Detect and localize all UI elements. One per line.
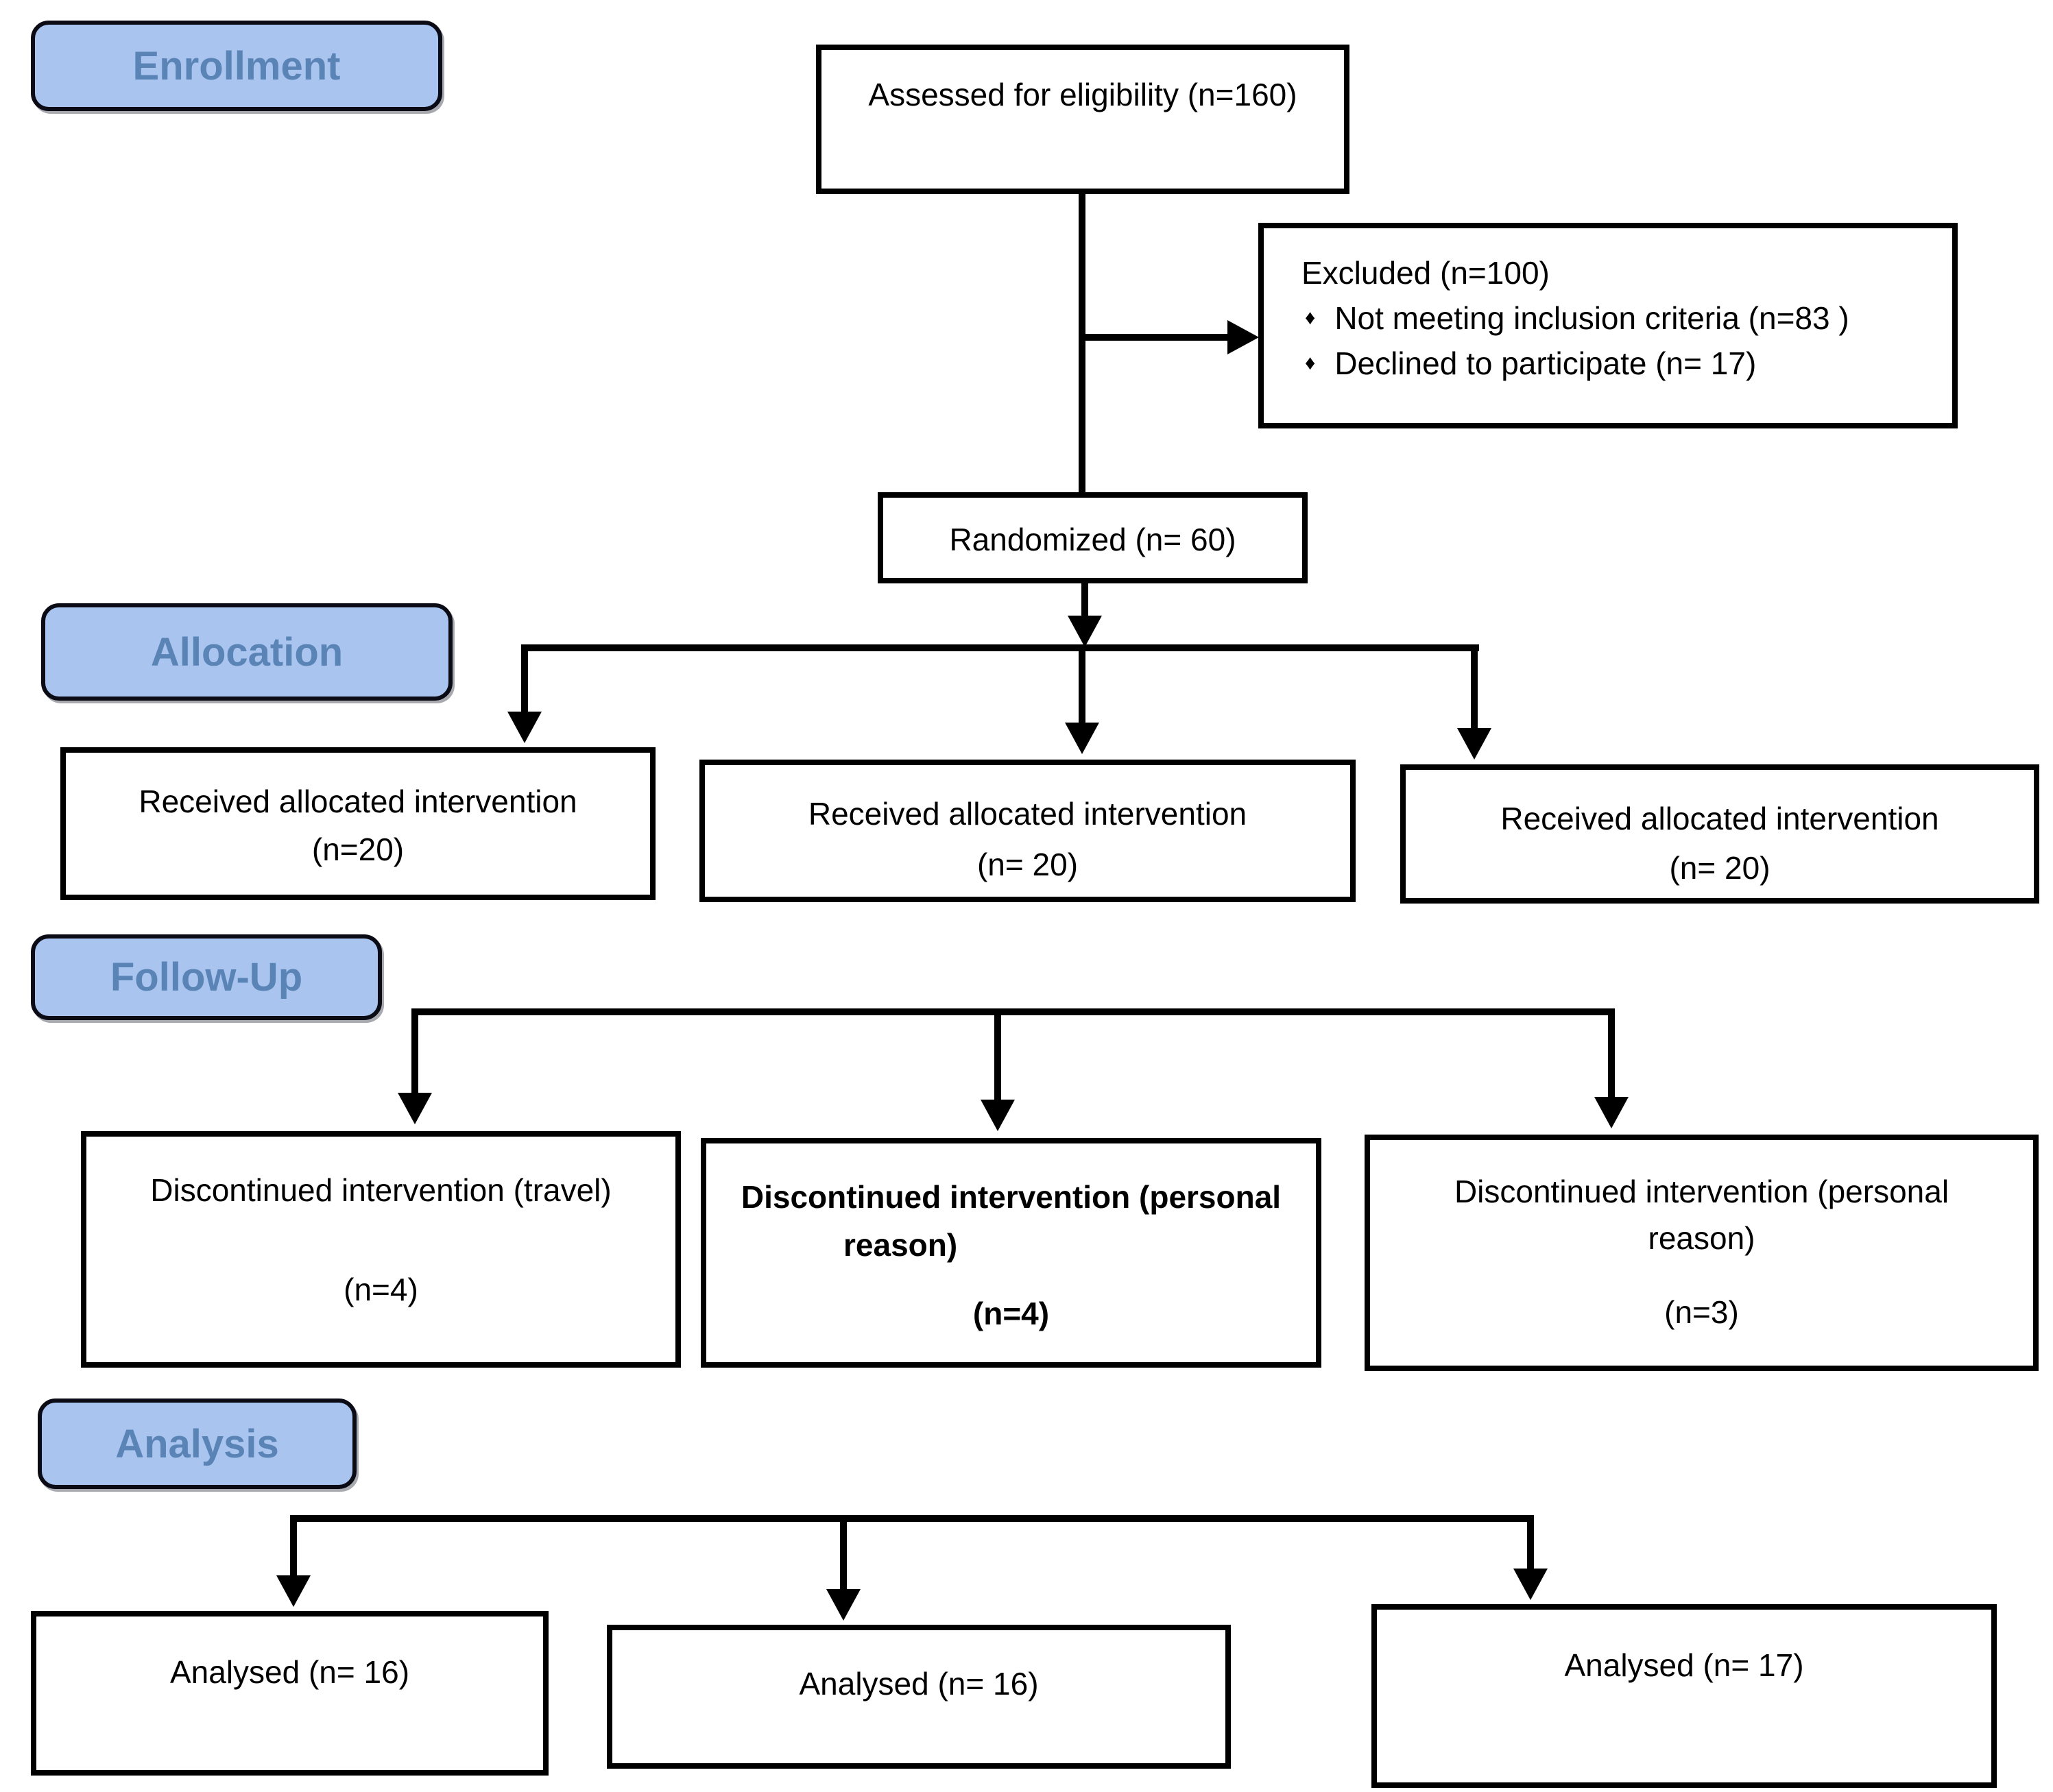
- line-drop-followup-3: [1608, 1015, 1615, 1098]
- box-followup-group-1: Discontinued intervention (travel) (n=4): [81, 1131, 681, 1368]
- line-assessed-to-randomized: [1079, 194, 1085, 492]
- allocation-line1: Received allocated intervention: [139, 784, 577, 819]
- line-drop-followup-1: [411, 1008, 418, 1094]
- box-excluded: Excluded (n=100) ♦ Not meeting inclusion…: [1258, 223, 1958, 428]
- phase-label-analysis: Analysis: [38, 1399, 357, 1489]
- followup-line2: reason): [1648, 1220, 1755, 1256]
- followup-count: (n=4): [972, 1296, 1050, 1331]
- arrowhead-excluded: [1227, 320, 1259, 354]
- line-drop-analysis-1: [290, 1515, 297, 1577]
- box-analysed-1: Analysed (n= 16): [31, 1611, 549, 1776]
- allocation-count: (n= 20): [1669, 850, 1770, 886]
- box-allocation-group-2: Received allocated intervention (n= 20): [699, 760, 1356, 902]
- box-followup-group-3: Discontinued intervention (personal reas…: [1365, 1135, 2039, 1371]
- arrowhead-followup-3: [1594, 1097, 1629, 1128]
- diamond-bullet-icon: ♦: [1305, 306, 1316, 329]
- allocation-line1: Received allocated intervention: [1500, 801, 1939, 836]
- allocation-branch-line: [525, 644, 1479, 651]
- arrowhead-analysis-3: [1513, 1569, 1548, 1600]
- line-drop-analysis-2: [840, 1522, 847, 1590]
- arrowhead-analysis-2: [826, 1589, 861, 1621]
- arrowhead-allocation-3: [1457, 728, 1491, 760]
- line-drop-followup-2: [994, 1015, 1001, 1101]
- arrowhead-analysis-1: [276, 1575, 311, 1607]
- allocation-count: (n= 20): [976, 847, 1079, 882]
- arrowhead-branch: [1068, 616, 1102, 647]
- box-assessed-for-eligibility: Assessed for eligibility (n=160): [816, 45, 1349, 194]
- arrowhead-allocation-2: [1065, 723, 1099, 754]
- phase-label-followup: Follow-Up: [31, 934, 382, 1020]
- line-drop-allocation-2: [1079, 651, 1085, 724]
- followup-branch-line: [411, 1008, 1615, 1015]
- followup-line1: Discontinued intervention (travel): [150, 1172, 612, 1208]
- line-drop-allocation-3: [1471, 644, 1478, 731]
- followup-line1: Discontinued intervention (personal: [741, 1179, 1282, 1215]
- assessed-text: Assessed for eligibility (n=160): [868, 77, 1297, 112]
- line-to-excluded: [1082, 334, 1234, 341]
- phase-label-enrollment: Enrollment: [31, 21, 442, 111]
- box-allocation-group-1: Received allocated intervention (n=20): [60, 747, 656, 900]
- analysed-text: Analysed (n= 16): [169, 1654, 410, 1690]
- line-drop-analysis-3: [1527, 1515, 1534, 1570]
- line-drop-allocation-1: [521, 644, 528, 713]
- diamond-bullet-icon: ♦: [1305, 352, 1316, 374]
- box-analysed-3: Analysed (n= 17): [1371, 1604, 1997, 1788]
- arrowhead-allocation-1: [507, 712, 542, 743]
- excluded-title: Excluded (n=100): [1301, 255, 1550, 291]
- box-analysed-2: Analysed (n= 16): [607, 1625, 1231, 1769]
- excluded-item-text: Not meeting inclusion criteria (n=83 ): [1334, 300, 1849, 336]
- followup-count: (n=4): [344, 1272, 418, 1307]
- excluded-item-text: Declined to participate (n= 17): [1334, 346, 1757, 381]
- box-randomized: Randomized (n= 60): [878, 492, 1308, 583]
- randomized-text: Randomized (n= 60): [949, 522, 1236, 557]
- excluded-item: ♦ Not meeting inclusion criteria (n=83 ): [1305, 302, 1849, 334]
- box-allocation-group-3: Received allocated intervention (n= 20): [1400, 764, 2039, 904]
- analysed-text: Analysed (n= 16): [799, 1666, 1039, 1702]
- arrowhead-followup-2: [981, 1100, 1015, 1131]
- line-randomized-to-branch: [1081, 583, 1088, 619]
- allocation-count: (n=20): [311, 832, 405, 867]
- excluded-item: ♦ Declined to participate (n= 17): [1305, 348, 1756, 379]
- phase-label-allocation: Allocation: [41, 603, 453, 701]
- analysis-branch-line: [293, 1515, 1530, 1522]
- box-followup-group-2: Discontinued intervention (personal reas…: [701, 1138, 1321, 1368]
- analysed-text: Analysed (n= 17): [1564, 1647, 1804, 1683]
- followup-line1: Discontinued intervention (personal: [1454, 1174, 1949, 1209]
- followup-line2: reason): [843, 1227, 958, 1263]
- followup-count: (n=3): [1664, 1294, 1739, 1330]
- arrowhead-followup-1: [398, 1093, 432, 1124]
- allocation-line1: Received allocated intervention: [808, 796, 1247, 832]
